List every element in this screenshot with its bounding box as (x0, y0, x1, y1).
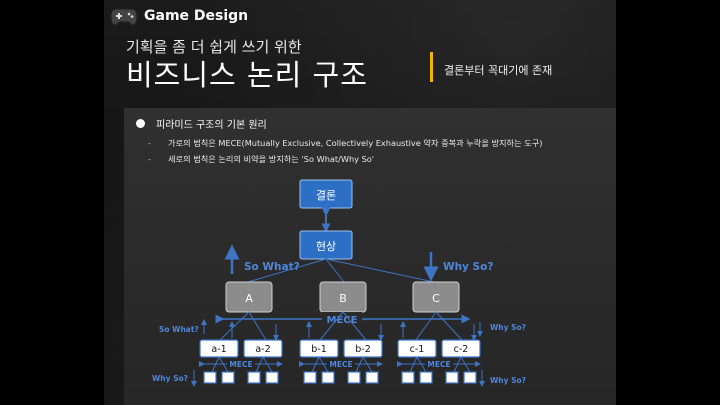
leaf-label: b-2 (355, 344, 371, 355)
brand-title: Game Design (144, 8, 249, 24)
bullet-sub-1: - 가로의 법칙은 MECE(Mutually Exclusive, Collec… (148, 137, 542, 149)
mece-small-label: MECE (427, 360, 450, 369)
side-note: 결론부터 꼭대기에 존재 (444, 64, 553, 77)
phenomenon-label: 현상 (316, 240, 336, 253)
brand: Game Design (110, 6, 248, 26)
gamepad-icon (110, 8, 138, 26)
mece-small-label: MECE (329, 360, 352, 369)
link-line (325, 258, 345, 283)
mece-label-bg (425, 359, 453, 369)
bottom-why-so-left: Why So? (152, 374, 188, 383)
node-b-label: B (339, 292, 347, 305)
bullet-sub-text: 세로의 법칙은 논리의 비약을 방지하는 'So What/Why So' (168, 154, 375, 164)
leaf-label: a-1 (211, 344, 226, 355)
leaf-label: c-1 (410, 344, 425, 355)
small-so-what-label: So What? (159, 325, 199, 334)
mece-label-bg (227, 359, 255, 369)
leaf-label: c-2 (454, 344, 469, 355)
conclusion-label: 결론 (316, 189, 336, 202)
node-a-label: A (245, 292, 253, 305)
dash: - (148, 154, 151, 164)
slide: Game Design 기획을 좀 더 쉽게 쓰기 위한 비즈니스 논리 구조 … (104, 0, 616, 405)
leaf-label: a-2 (255, 344, 270, 355)
bullet-sub-2: - 세로의 법칙은 논리의 비약을 방지하는 'So What/Why So' (148, 153, 374, 165)
node-c-label: C (432, 292, 440, 305)
so-what-label: So What? (244, 261, 300, 273)
link-line (325, 258, 435, 283)
bullet-dot (136, 119, 145, 128)
why-so-label: Why So? (443, 261, 493, 273)
bullet-sub-text: 가로의 법칙은 MECE(Mutually Exclusive, Collect… (168, 138, 543, 148)
small-why-so-label: Why So? (490, 323, 526, 332)
bottom-why-so-right: Why So? (490, 376, 526, 385)
mece-label: MECE (327, 315, 358, 326)
accent-bar (430, 52, 433, 82)
bullet-main: 피라미드 구조의 기본 원리 (156, 120, 267, 131)
bottom-squares (203, 371, 477, 384)
content-panel: 피라미드 구조의 기본 원리 - 가로의 법칙은 MECE(Mutually Ex… (124, 108, 616, 405)
pyramid-diagram: 결론 현상 So What? Why So? A B C (152, 179, 526, 387)
mece-label-bg (322, 312, 362, 325)
slide-subtitle: 기획을 좀 더 쉽게 쓰기 위한 (126, 38, 302, 56)
link-line (247, 258, 327, 283)
dash: - (148, 138, 151, 148)
mece-label-bg (327, 359, 355, 369)
leaf-sub-links (211, 356, 471, 373)
mece-small-label: MECE (229, 360, 252, 369)
small-arrows-row (229, 321, 477, 341)
slide-title: 비즈니스 논리 구조 (126, 58, 368, 92)
leaf-label: b-1 (311, 344, 327, 355)
